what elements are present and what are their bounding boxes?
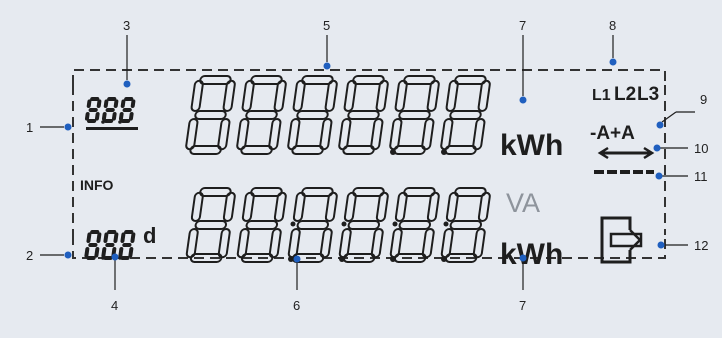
callout-1: 1 xyxy=(26,120,33,135)
colon-dot-bottom xyxy=(443,221,449,227)
info-indicator: INFO xyxy=(80,177,114,193)
callout-12: 12 xyxy=(694,238,708,253)
bidirectional-arrow-icon xyxy=(597,146,655,160)
energy-direction-indicator: -A+A xyxy=(590,123,635,144)
small-decimal-point xyxy=(101,120,105,124)
main-digit-bottom xyxy=(236,187,287,263)
main-digit-top xyxy=(389,75,440,155)
phase-l2: L2 xyxy=(614,84,636,105)
main-digit-top xyxy=(236,75,287,155)
main-digit-bottom xyxy=(389,187,440,263)
small-digit-bottom xyxy=(84,230,102,260)
kwh-unit-top: kWh xyxy=(500,129,563,162)
callout-9: 9 xyxy=(700,92,707,107)
callout-5: 5 xyxy=(323,18,330,33)
callout-10: 10 xyxy=(694,141,708,156)
communication-port-icon xyxy=(600,216,643,264)
kwh-unit-bottom: kWh xyxy=(500,238,563,271)
callout-6: 6 xyxy=(293,298,300,313)
callout-11: 11 xyxy=(694,169,708,184)
colon-dot-bottom xyxy=(341,221,347,227)
callout-dots xyxy=(64,58,665,263)
callout-4: 4 xyxy=(111,298,118,313)
day-suffix: d xyxy=(143,223,156,248)
lcd-frame xyxy=(72,69,666,259)
main-digit-top xyxy=(287,75,338,155)
main-6-digit-display-top xyxy=(185,75,491,155)
callout-3: 3 xyxy=(123,18,130,33)
colon-dot-bottom xyxy=(290,221,296,227)
small-decimal-point xyxy=(118,120,122,124)
main-digit-bottom xyxy=(185,187,236,263)
main-digit-bottom xyxy=(440,187,491,263)
phase-indicators: L1 L2 L3 xyxy=(592,84,659,105)
callout-numbers: 1 2 3 4 5 6 7 7 8 9 10 11 12 xyxy=(26,18,708,313)
callout-leaders xyxy=(40,35,695,290)
phase-l1: L1 xyxy=(592,87,611,104)
callout-7-top: 7 xyxy=(519,18,526,33)
small-3-digit-display-bottom xyxy=(84,230,136,260)
small-digit-top xyxy=(84,97,102,123)
small-3-digit-display-top xyxy=(84,97,136,124)
small-digit-top xyxy=(101,97,119,123)
va-unit: VA xyxy=(506,188,540,218)
small-display-underline xyxy=(86,127,138,130)
small-digit-top xyxy=(118,97,136,123)
main-digit-top xyxy=(338,75,389,155)
phase-l3: L3 xyxy=(637,84,659,105)
main-digit-bottom xyxy=(338,187,389,263)
colon-dot-bottom xyxy=(392,221,398,227)
main-6-digit-display-bottom xyxy=(185,187,491,263)
main-digit-bottom xyxy=(287,187,338,263)
callout-7-bottom: 7 xyxy=(519,298,526,313)
small-digit-bottom xyxy=(118,230,136,260)
callout-8: 8 xyxy=(609,18,616,33)
main-digit-top xyxy=(440,75,491,155)
main-digit-top xyxy=(185,75,236,155)
callout-2: 2 xyxy=(26,248,33,263)
